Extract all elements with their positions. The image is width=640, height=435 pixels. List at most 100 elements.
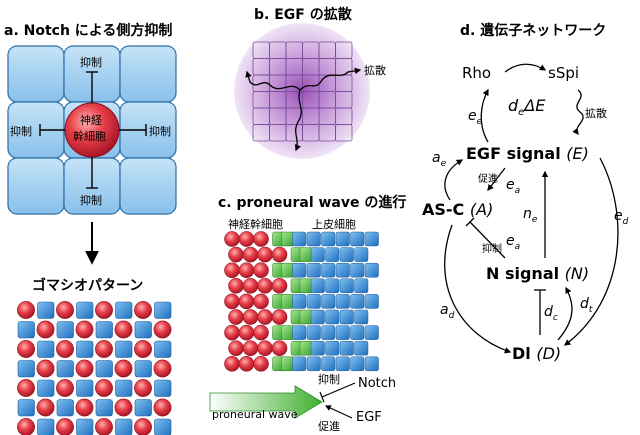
neural-stem-cell-dot — [271, 246, 288, 263]
neural-stem-cell-dot — [228, 246, 244, 263]
epithelial-cell — [364, 294, 379, 309]
neural-stem-cell-dot — [224, 231, 240, 247]
neural-stem-cell-dot — [257, 340, 273, 357]
blue-cell — [154, 379, 172, 397]
n-signal-label: N signal (N) — [486, 264, 590, 283]
blue-cell — [76, 379, 94, 397]
blue-cell — [154, 418, 172, 435]
blue-cell — [115, 340, 133, 358]
center-label-line2: 幹細胞 — [73, 130, 106, 143]
epithelial-cell — [306, 262, 321, 278]
epithelial-cell — [310, 278, 325, 294]
ee-label: ee — [468, 108, 483, 127]
red-cell — [17, 418, 35, 435]
blue-cell — [17, 321, 35, 339]
red-cell — [95, 418, 113, 435]
rho-label: Rho — [462, 64, 492, 82]
neural-stem-cell-dot — [242, 340, 259, 357]
blue-cell — [56, 399, 74, 417]
epithelial-cell — [325, 340, 340, 356]
epithelial-cell — [339, 247, 354, 262]
ne-label: ne — [523, 206, 538, 225]
blue-cell — [37, 418, 55, 435]
red-cell — [134, 340, 152, 358]
blue-cell — [76, 418, 94, 435]
gene-network-arrows — [444, 63, 619, 354]
neural-stem-cell-dot — [224, 355, 240, 372]
epithelial-cell — [350, 356, 365, 372]
epithelial-cell-label: 上皮細胞 — [312, 218, 356, 231]
epithelial-cell — [364, 356, 379, 372]
epithelial-cell — [321, 231, 336, 247]
blue-cell — [154, 301, 172, 319]
red-cell — [153, 398, 172, 417]
neural-stem-cell-dot — [271, 277, 288, 294]
red-cell — [36, 320, 55, 339]
epithelial-cell — [310, 340, 325, 356]
red-cell — [56, 301, 74, 319]
panel-d-inhibit-label: 抑制 — [482, 244, 502, 255]
blue-cell — [76, 340, 94, 358]
epithelial-cell — [306, 294, 321, 309]
proneural-wave-cells — [224, 231, 379, 372]
epithelial-cell — [350, 325, 365, 340]
neural-stem-cell-dot — [257, 246, 273, 263]
ae-label: ae — [432, 150, 447, 169]
red-cell — [75, 398, 94, 417]
epithelial-cell — [364, 231, 379, 247]
diffusion-label: 拡散 — [364, 64, 386, 77]
epithelial-cell — [325, 247, 340, 262]
epithelial-cell — [292, 294, 307, 309]
inhibit-label-left: 抑制 — [10, 125, 32, 138]
blue-cell — [95, 321, 113, 339]
neural-stem-cell-dot — [257, 277, 273, 294]
neural-stem-cell-dot — [228, 309, 244, 325]
blue-cell — [134, 360, 152, 378]
neural-stem-cell-dot — [271, 309, 288, 325]
inhibit-label-right: 抑制 — [149, 125, 171, 138]
neural-stem-cell-dot — [242, 277, 259, 294]
red-cell — [95, 301, 113, 319]
red-cell — [153, 320, 172, 339]
panel-b-title: b. EGF の拡散 — [254, 7, 352, 23]
red-cell — [114, 320, 133, 339]
neural-stem-cell-dot — [253, 231, 269, 247]
epithelial-cell — [350, 262, 365, 278]
neural-stem-cell-dot — [224, 324, 240, 341]
blue-cell — [154, 340, 172, 358]
panel-d-promote-label: 促進 — [478, 174, 498, 185]
epithelial-cell — [306, 231, 321, 247]
epithelial-cell — [350, 231, 365, 247]
ed-label: ed — [614, 208, 629, 227]
neural-stem-cell-label: 神経幹細胞 — [228, 218, 283, 231]
red-cell — [95, 379, 113, 397]
dt-label: dt — [580, 296, 593, 315]
blue-cell — [115, 379, 133, 397]
salt-pepper-pattern — [17, 301, 172, 435]
epithelial-cell — [292, 262, 307, 278]
neural-stem-cell-dot — [242, 246, 259, 263]
red-cell — [56, 418, 74, 435]
epithelial-cell — [354, 309, 369, 325]
red-cell — [75, 320, 94, 339]
de-delta-e-label: deΔE — [508, 96, 546, 119]
epithelial-cell — [335, 325, 350, 340]
red-cell — [134, 418, 152, 435]
neural-stem-cell-dot — [253, 293, 269, 310]
epithelial-cell — [339, 309, 354, 325]
blue-cell — [134, 399, 152, 417]
salt-pepper-title: ゴマシオパターン — [32, 278, 144, 294]
neural-stem-cell-dot — [224, 293, 240, 310]
panel-d-diffusion-label: 拡散 — [585, 107, 607, 120]
panel-d-title: d. 遺伝子ネットワーク — [460, 23, 607, 39]
panel-c-title: c. proneural wave の進行 — [218, 195, 407, 211]
epithelial-cell — [306, 325, 321, 340]
inhibition-markers — [39, 71, 147, 189]
red-cell — [134, 379, 152, 397]
blue-cell — [17, 360, 35, 378]
blue-cell — [95, 399, 113, 417]
red-cell — [114, 359, 133, 378]
blue-cell — [37, 379, 55, 397]
blue-cell — [115, 301, 133, 319]
notch-label: Notch — [358, 376, 397, 391]
